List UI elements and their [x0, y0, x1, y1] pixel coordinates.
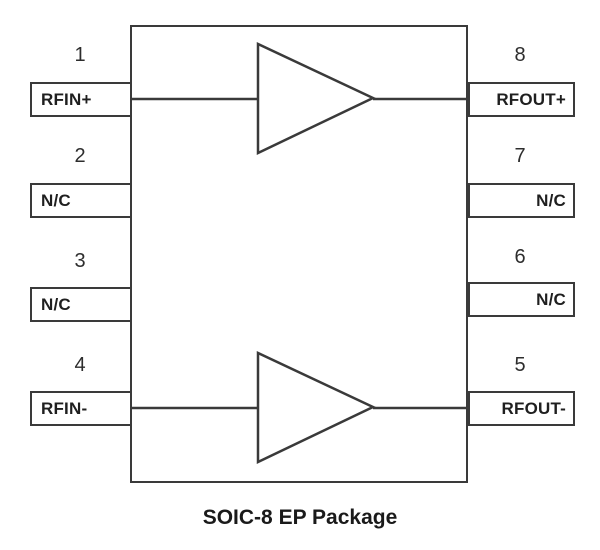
pin-6-number: 6 — [514, 246, 526, 268]
pin-7-box-nc: N/C — [468, 183, 575, 218]
package-caption: SOIC-8 EP Package — [202, 506, 398, 529]
pin-3-box-nc: N/C — [30, 287, 132, 322]
pin-8-box-rfout-plus: RFOUT+ — [468, 82, 575, 117]
pin-6-box-nc: N/C — [468, 282, 575, 317]
pin-7-number: 7 — [514, 145, 526, 167]
pin-2-box-nc: N/C — [30, 183, 132, 218]
pin-8-number: 8 — [514, 44, 526, 66]
pin-5-box-rfout-minus: RFOUT- — [468, 391, 575, 426]
ic-package-body — [130, 25, 468, 483]
pin-4-box-rfin-minus: RFIN- — [30, 391, 132, 426]
pin-5-number: 5 — [514, 354, 526, 376]
pin-1-box-rfin-plus: RFIN+ — [30, 82, 132, 117]
pin-1-number: 1 — [74, 44, 86, 66]
pin-4-number: 4 — [74, 354, 86, 376]
pin-2-number: 2 — [74, 145, 86, 167]
pin-3-number: 3 — [74, 250, 86, 272]
